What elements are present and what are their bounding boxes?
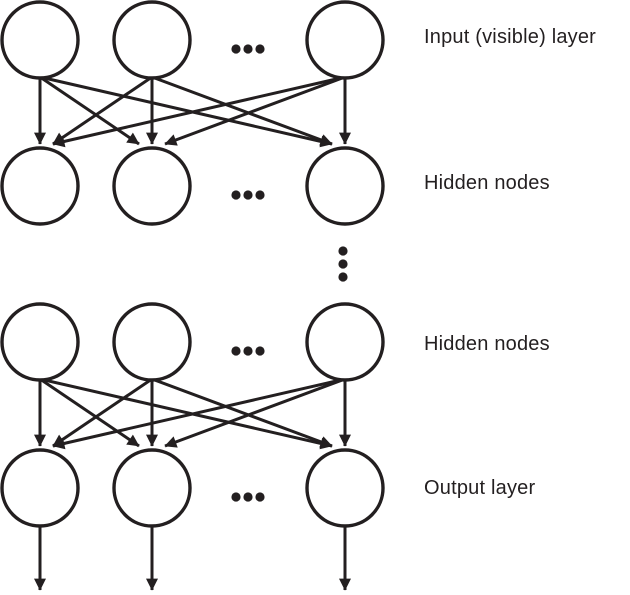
- node-hidden2-2: [112, 302, 192, 382]
- connection-arrow-hidden21-to-output3: [39, 377, 333, 450]
- vertical-ellipsis-icon: [338, 272, 348, 282]
- connection-arrow-hidden21-to-output2: [39, 377, 140, 448]
- label-hidden-nodes-1: Hidden nodes: [424, 172, 550, 194]
- node-hidden1-2: [112, 146, 192, 226]
- connection-arrow-hidden23-to-output2: [164, 377, 346, 448]
- label-hidden-nodes-2: Hidden nodes: [424, 333, 550, 355]
- label-output-layer: Output layer: [424, 477, 536, 499]
- label-input-visible-layer: Input (visible) layer: [424, 26, 597, 48]
- connection-arrow-input3-to-hidden11: [52, 75, 346, 148]
- node-input-3: [305, 0, 385, 80]
- node-hidden2-3: [305, 302, 385, 382]
- connection-arrow-hidden23-to-output1: [52, 377, 346, 450]
- node-input-2: [112, 0, 192, 80]
- connection-arrow-hidden22-to-output3: [151, 377, 333, 448]
- node-hidden1-1: [0, 146, 80, 226]
- horizontal-ellipsis-icon: [243, 190, 253, 200]
- node-output-3: [305, 448, 385, 528]
- node-input-1: [0, 0, 80, 80]
- horizontal-ellipsis-icon: [243, 492, 253, 502]
- connection-arrow-hidden22-to-output1: [52, 377, 153, 448]
- horizontal-ellipsis-icon: [255, 44, 265, 54]
- vertical-ellipsis-icon: [338, 259, 348, 269]
- vertical-ellipsis-icon: [338, 246, 348, 256]
- node-hidden1-3: [305, 146, 385, 226]
- node-output-2: [112, 448, 192, 528]
- connection-arrow-input2-to-hidden11: [52, 75, 153, 146]
- horizontal-ellipsis-icon: [255, 190, 265, 200]
- connection-arrow-input2-to-hidden13: [151, 75, 333, 146]
- horizontal-ellipsis-icon: [231, 492, 241, 502]
- node-hidden2-1: [0, 302, 80, 382]
- horizontal-ellipsis-icon: [243, 44, 253, 54]
- horizontal-ellipsis-icon: [231, 190, 241, 200]
- horizontal-ellipsis-icon: [231, 346, 241, 356]
- connection-arrow-input1-to-hidden13: [39, 75, 333, 148]
- horizontal-ellipsis-icon: [231, 44, 241, 54]
- horizontal-ellipsis-icon: [255, 346, 265, 356]
- node-output-1: [0, 448, 80, 528]
- horizontal-ellipsis-icon: [255, 492, 265, 502]
- connection-arrow-input1-to-hidden12: [39, 75, 140, 146]
- horizontal-ellipsis-icon: [243, 346, 253, 356]
- connection-arrow-input3-to-hidden12: [164, 75, 346, 146]
